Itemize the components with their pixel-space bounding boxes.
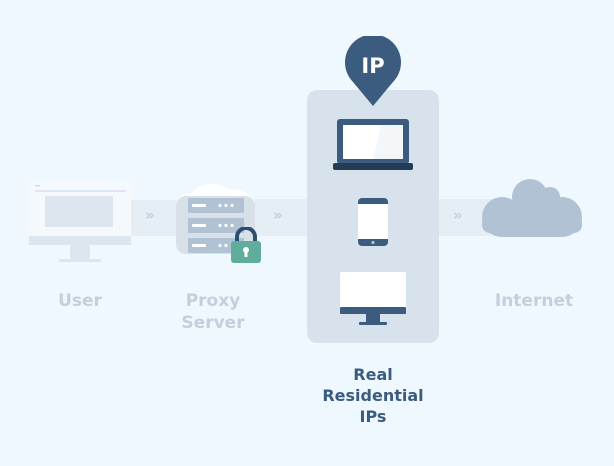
desktop-monitor-icon <box>29 181 131 262</box>
connector-arrow-2: » <box>273 206 283 224</box>
server-stack-icon <box>176 184 255 254</box>
svg-text:IP: IP <box>361 54 384 78</box>
node-label-proxy-line1: Proxy <box>185 291 241 311</box>
laptop-icon <box>333 119 413 170</box>
node-label-residential-line3: IPs <box>359 407 387 426</box>
connector-band-proxy-residential <box>255 199 310 236</box>
node-label-proxy-line2: Server <box>181 313 245 333</box>
padlock-icon <box>231 227 261 263</box>
node-label-residential-line1: Real <box>353 365 393 384</box>
cloud-icon <box>482 179 582 237</box>
connector-arrow-3: » <box>453 206 463 224</box>
smartphone-icon <box>358 198 388 246</box>
connector-arrow-1: » <box>145 206 155 224</box>
desktop-monitor-icon <box>340 272 406 325</box>
node-label-residential-line2: Residential <box>322 386 424 405</box>
node-label-internet: Internet <box>494 291 574 311</box>
ip-location-pin-icon: IP <box>345 36 401 106</box>
node-label-user: User <box>58 291 102 311</box>
